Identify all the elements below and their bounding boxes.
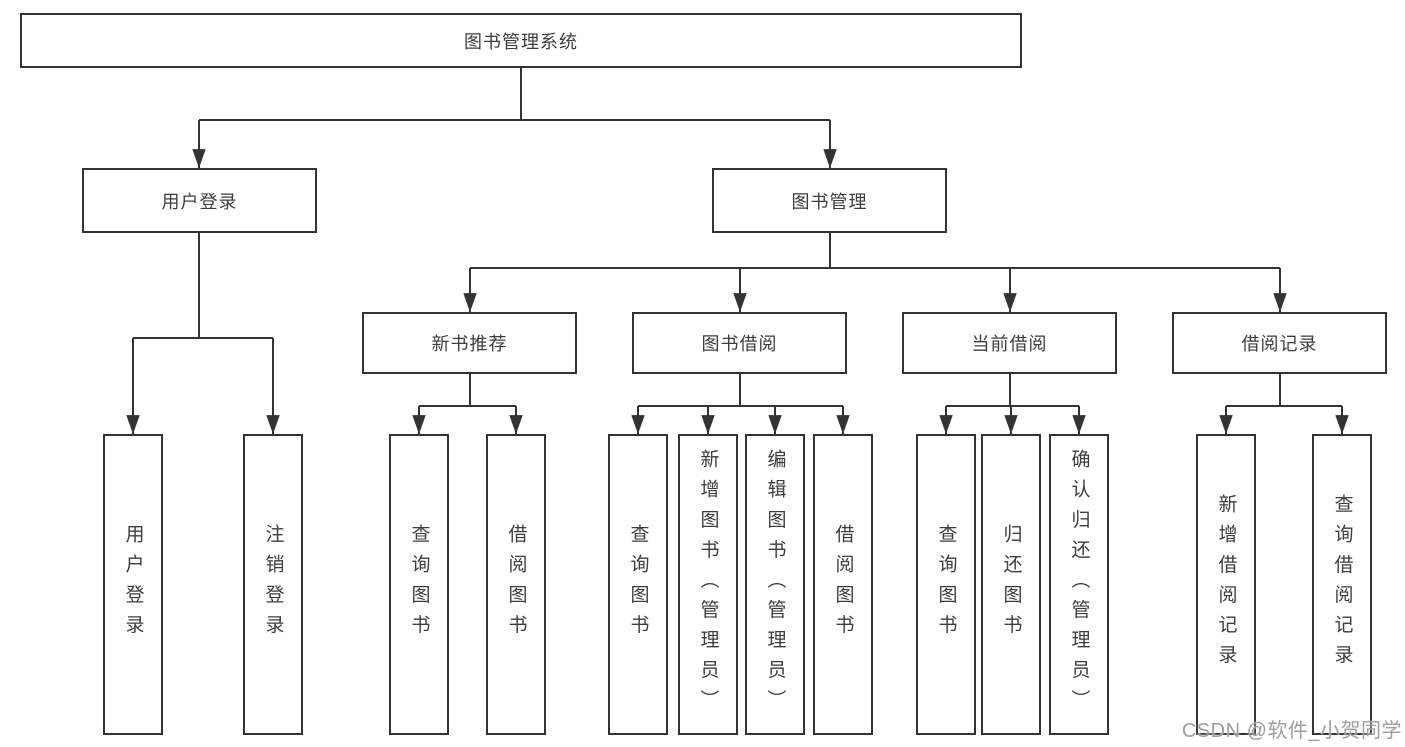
leaf-add-borrow-record: 新增借阅记录 bbox=[1196, 434, 1256, 735]
connector-book-borrow-bar bbox=[638, 374, 843, 407]
leaf-borrow-books-1-label: 借阅图书 bbox=[505, 524, 527, 645]
leaf-logout: 注销登录 bbox=[243, 434, 303, 735]
node-current-borrow: 当前借阅 bbox=[902, 312, 1117, 374]
leaf-query-borrow-record-label: 查询借阅记录 bbox=[1331, 494, 1353, 675]
leaf-borrow-books-2-label: 借阅图书 bbox=[832, 524, 854, 645]
leaf-add-borrow-record-label: 新增借阅记录 bbox=[1215, 494, 1237, 675]
connector-borrow-record-bar bbox=[1226, 374, 1342, 407]
leaf-edit-book-admin: 编辑图书（管理员） bbox=[745, 434, 805, 735]
node-root: 图书管理系统 bbox=[20, 13, 1022, 68]
leaf-borrow-books-2: 借阅图书 bbox=[813, 434, 873, 735]
csdn-watermark: CSDN @软件_小贺同学 bbox=[1181, 720, 1402, 742]
node-user-login: 用户登录 bbox=[82, 168, 317, 233]
leaf-add-book-admin: 新增图书（管理员） bbox=[678, 434, 738, 735]
leaf-query-books-2: 查询图书 bbox=[608, 434, 668, 735]
node-borrow-record-label: 借阅记录 bbox=[1241, 334, 1318, 354]
leaf-return-book: 归还图书 bbox=[981, 434, 1041, 735]
leaf-confirm-return-admin-label: 确认归还（管理员） bbox=[1068, 449, 1090, 720]
leaf-query-books-3: 查询图书 bbox=[916, 434, 976, 735]
node-book-borrow-label: 图书借阅 bbox=[701, 334, 778, 354]
node-book-management: 图书管理 bbox=[712, 168, 947, 233]
node-book-borrow: 图书借阅 bbox=[632, 312, 847, 374]
leaf-borrow-books-1: 借阅图书 bbox=[486, 434, 546, 735]
node-new-book-recommend-label: 新书推荐 bbox=[431, 334, 508, 354]
connector-new-book-bar bbox=[419, 374, 516, 407]
leaf-query-books-1: 查询图书 bbox=[389, 434, 449, 735]
leaf-query-books-3-label: 查询图书 bbox=[935, 524, 957, 645]
connector-root-to-level2 bbox=[199, 68, 830, 121]
node-new-book-recommend: 新书推荐 bbox=[362, 312, 577, 374]
leaf-query-books-2-label: 查询图书 bbox=[627, 524, 649, 645]
node-current-borrow-label: 当前借阅 bbox=[971, 334, 1048, 354]
node-borrow-record: 借阅记录 bbox=[1172, 312, 1387, 374]
leaf-user-login: 用户登录 bbox=[103, 434, 163, 735]
leaf-add-book-admin-label: 新增图书（管理员） bbox=[697, 449, 719, 720]
node-user-login-label: 用户登录 bbox=[161, 191, 238, 212]
leaf-confirm-return-admin: 确认归还（管理员） bbox=[1049, 434, 1109, 735]
leaf-return-book-label: 归还图书 bbox=[1000, 524, 1022, 645]
leaf-user-login-label: 用户登录 bbox=[122, 524, 144, 645]
leaf-query-books-1-label: 查询图书 bbox=[408, 524, 430, 645]
leaf-logout-label: 注销登录 bbox=[262, 524, 284, 645]
connector-user-login-bar bbox=[133, 233, 273, 339]
connector-current-borrow-bar bbox=[946, 374, 1079, 407]
leaf-query-borrow-record: 查询借阅记录 bbox=[1312, 434, 1372, 735]
connector-book-management-bar bbox=[470, 233, 1280, 269]
node-root-label: 图书管理系统 bbox=[464, 31, 578, 52]
node-book-management-label: 图书管理 bbox=[791, 191, 868, 212]
leaf-edit-book-admin-label: 编辑图书（管理员） bbox=[764, 449, 786, 720]
